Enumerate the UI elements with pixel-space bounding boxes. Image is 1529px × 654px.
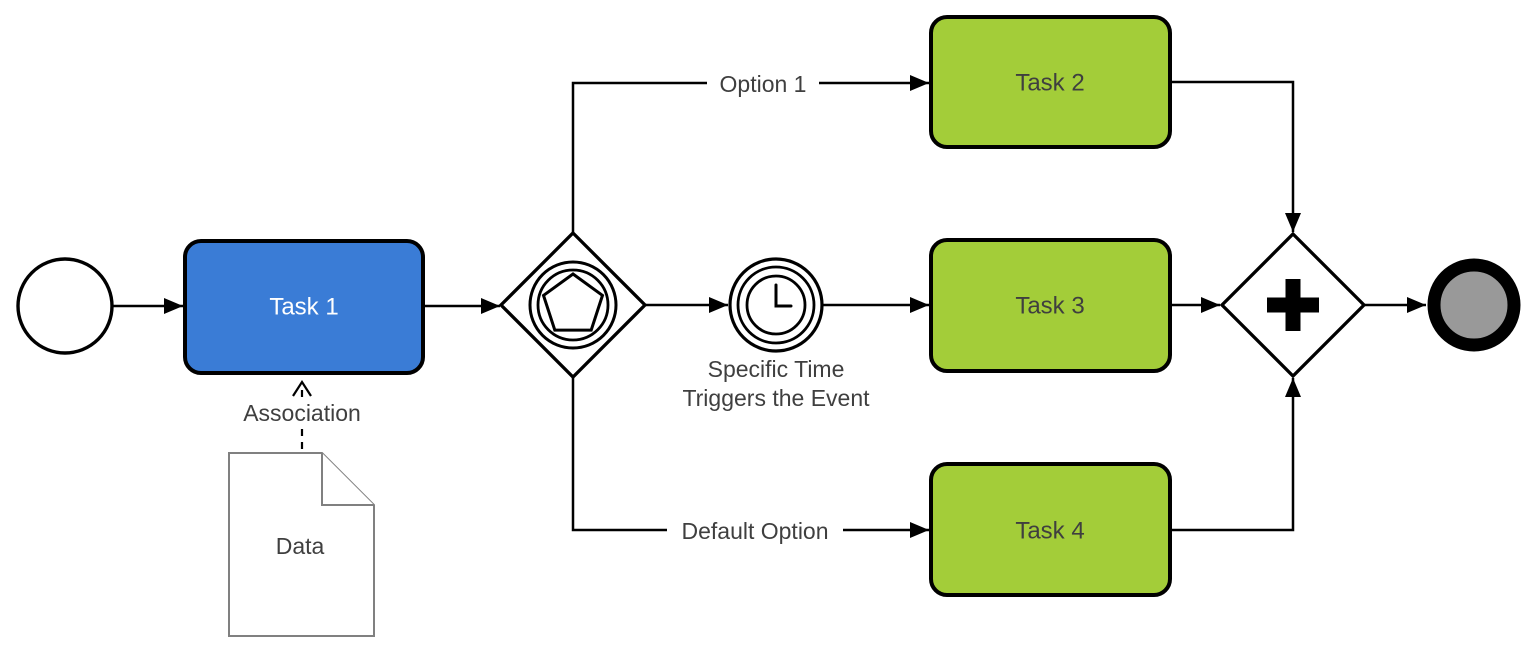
task-4-label: Task 4 xyxy=(1015,518,1084,545)
task-1-node[interactable]: Task 1 xyxy=(183,239,425,375)
pentagon-icon xyxy=(541,272,605,332)
task-2-rect xyxy=(929,15,1172,149)
task-2-node[interactable]: Task 2 xyxy=(929,15,1172,149)
start-event[interactable] xyxy=(16,257,114,355)
document-fold-icon xyxy=(321,453,374,506)
plus-icon xyxy=(1267,279,1319,331)
data-object-label: Data xyxy=(276,533,325,559)
association-open-arrowhead-icon xyxy=(292,379,312,397)
edge-label-text: Association xyxy=(243,400,361,426)
edge-label-text: Default Option xyxy=(681,518,828,544)
task-4-rect xyxy=(929,462,1172,597)
task-1-label: Task 1 xyxy=(269,294,338,321)
edge-label-default-option: Default Option xyxy=(667,517,843,544)
task-4-node[interactable]: Task 4 xyxy=(929,462,1172,597)
end-event[interactable] xyxy=(1427,258,1521,352)
edge-label-bg xyxy=(232,399,372,426)
task-1-rect xyxy=(183,239,425,375)
flow-task2-to-parallel-gateway xyxy=(1171,80,1301,232)
timer-caption-line1: Specific Time xyxy=(708,356,845,382)
data-object[interactable]: Data xyxy=(228,452,375,637)
edge-label-association: Association xyxy=(232,399,372,426)
task-3-label: Task 3 xyxy=(1015,293,1084,320)
clock-hands-icon xyxy=(774,283,793,308)
timer-intermediate-event[interactable] xyxy=(728,257,824,353)
timer-event-caption: Specific Time Triggers the Event xyxy=(682,356,870,411)
start-event-circle xyxy=(16,257,114,355)
edge-label-option1: Option 1 xyxy=(707,70,819,97)
task-3-node[interactable]: Task 3 xyxy=(929,238,1172,373)
timer-caption-line2: Triggers the Event xyxy=(682,385,870,411)
flow-gateway-to-task2-option1 xyxy=(571,75,929,232)
task-3-rect xyxy=(929,238,1172,373)
parallel-gateway[interactable] xyxy=(1219,231,1367,379)
edge-label-text: Option 1 xyxy=(720,71,807,97)
edge-label-bg xyxy=(707,70,819,97)
task-2-label: Task 2 xyxy=(1015,70,1084,97)
end-event-circle xyxy=(1427,258,1521,352)
flow-task4-to-parallel-gateway xyxy=(1171,378,1301,532)
edge-label-bg xyxy=(667,517,843,544)
event-based-gateway[interactable] xyxy=(498,230,648,380)
